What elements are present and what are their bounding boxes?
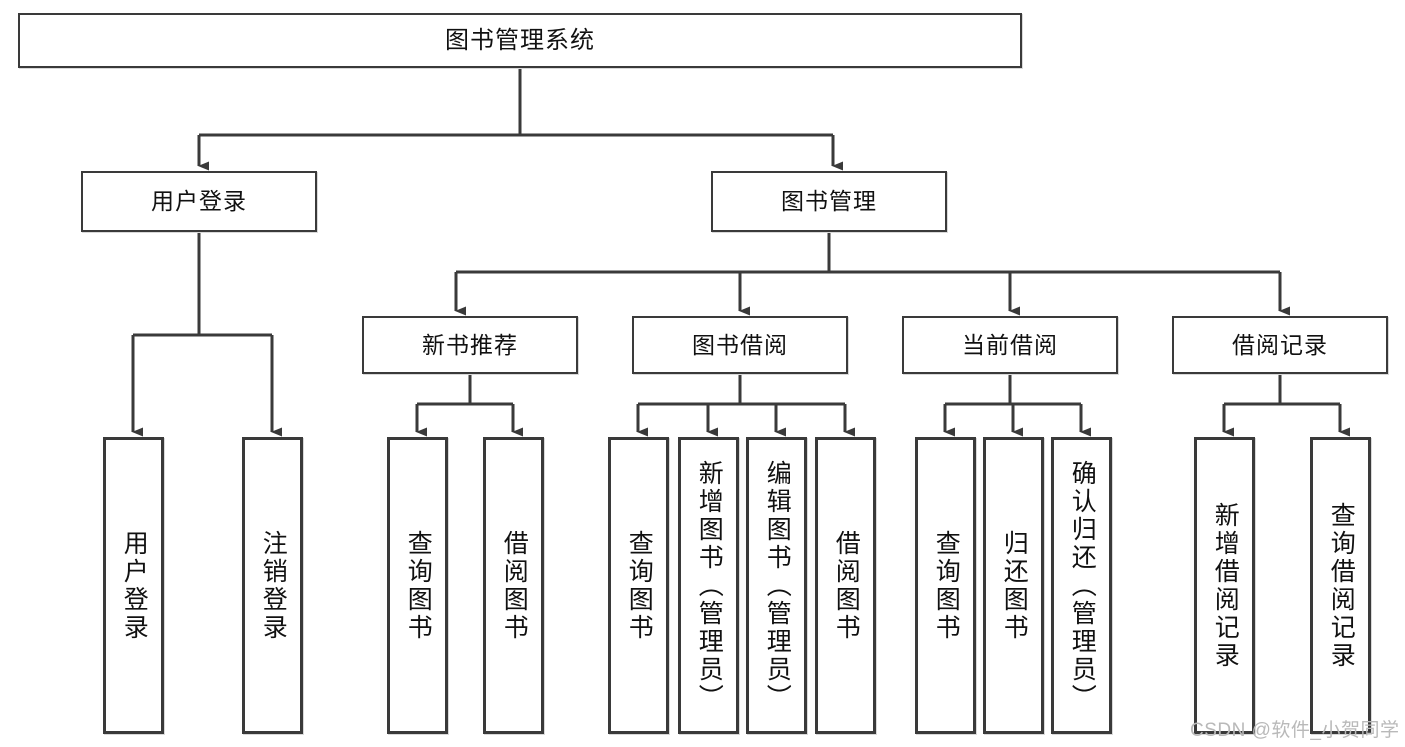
- leaf-user-login-logout-label: 注销登录: [259, 529, 288, 642]
- node-book-management[interactable]: 图书管理: [711, 171, 947, 232]
- leaf-borrow-add-book-label: 新增图书（管理员）: [695, 459, 724, 712]
- leaf-borrow-query-book-label: 查询图书: [625, 529, 654, 642]
- leaf-new-book-borrow-label: 借阅图书: [500, 529, 529, 642]
- leaf-new-book-query[interactable]: 查询图书: [387, 437, 448, 734]
- leaf-borrow-borrow-book-label: 借阅图书: [832, 529, 861, 642]
- node-borrow-record-label: 借阅记录: [1232, 331, 1328, 358]
- leaf-current-query-book[interactable]: 查询图书: [915, 437, 976, 734]
- node-user-login[interactable]: 用户登录: [81, 171, 317, 232]
- leaf-current-confirm-return-label: 确认归还（管理员）: [1068, 459, 1097, 712]
- csdn-watermark: CSDN @软件_小贺同学: [1190, 720, 1400, 741]
- node-new-book-recommend[interactable]: 新书推荐: [362, 316, 578, 374]
- leaf-user-login-logout[interactable]: 注销登录: [242, 437, 303, 734]
- leaf-current-query-book-label: 查询图书: [932, 529, 961, 642]
- leaf-current-return-book[interactable]: 归还图书: [983, 437, 1044, 734]
- leaf-new-book-borrow[interactable]: 借阅图书: [483, 437, 544, 734]
- node-root-label: 图书管理系统: [445, 26, 595, 54]
- leaf-record-query-label: 查询借阅记录: [1327, 501, 1356, 670]
- node-current-borrow-label: 当前借阅: [962, 331, 1058, 358]
- node-book-borrow[interactable]: 图书借阅: [632, 316, 848, 374]
- node-book-management-label: 图书管理: [781, 188, 877, 215]
- leaf-user-login-login-label: 用户登录: [120, 529, 149, 642]
- node-root[interactable]: 图书管理系统: [18, 13, 1022, 68]
- leaf-borrow-edit-book[interactable]: 编辑图书（管理员）: [746, 437, 807, 734]
- node-new-book-recommend-label: 新书推荐: [422, 331, 518, 358]
- leaf-record-add-label: 新增借阅记录: [1211, 501, 1240, 670]
- node-borrow-record[interactable]: 借阅记录: [1172, 316, 1388, 374]
- leaf-user-login-login[interactable]: 用户登录: [103, 437, 164, 734]
- leaf-borrow-borrow-book[interactable]: 借阅图书: [815, 437, 876, 734]
- leaf-record-query[interactable]: 查询借阅记录: [1310, 437, 1371, 734]
- leaf-current-confirm-return[interactable]: 确认归还（管理员）: [1051, 437, 1112, 734]
- node-book-borrow-label: 图书借阅: [692, 331, 788, 358]
- node-current-borrow[interactable]: 当前借阅: [902, 316, 1118, 374]
- leaf-borrow-add-book[interactable]: 新增图书（管理员）: [678, 437, 739, 734]
- leaf-borrow-edit-book-label: 编辑图书（管理员）: [763, 459, 792, 712]
- leaf-borrow-query-book[interactable]: 查询图书: [608, 437, 669, 734]
- leaf-current-return-book-label: 归还图书: [1000, 529, 1029, 642]
- node-user-login-label: 用户登录: [151, 188, 247, 215]
- leaf-record-add[interactable]: 新增借阅记录: [1194, 437, 1255, 734]
- leaf-new-book-query-label: 查询图书: [404, 529, 433, 642]
